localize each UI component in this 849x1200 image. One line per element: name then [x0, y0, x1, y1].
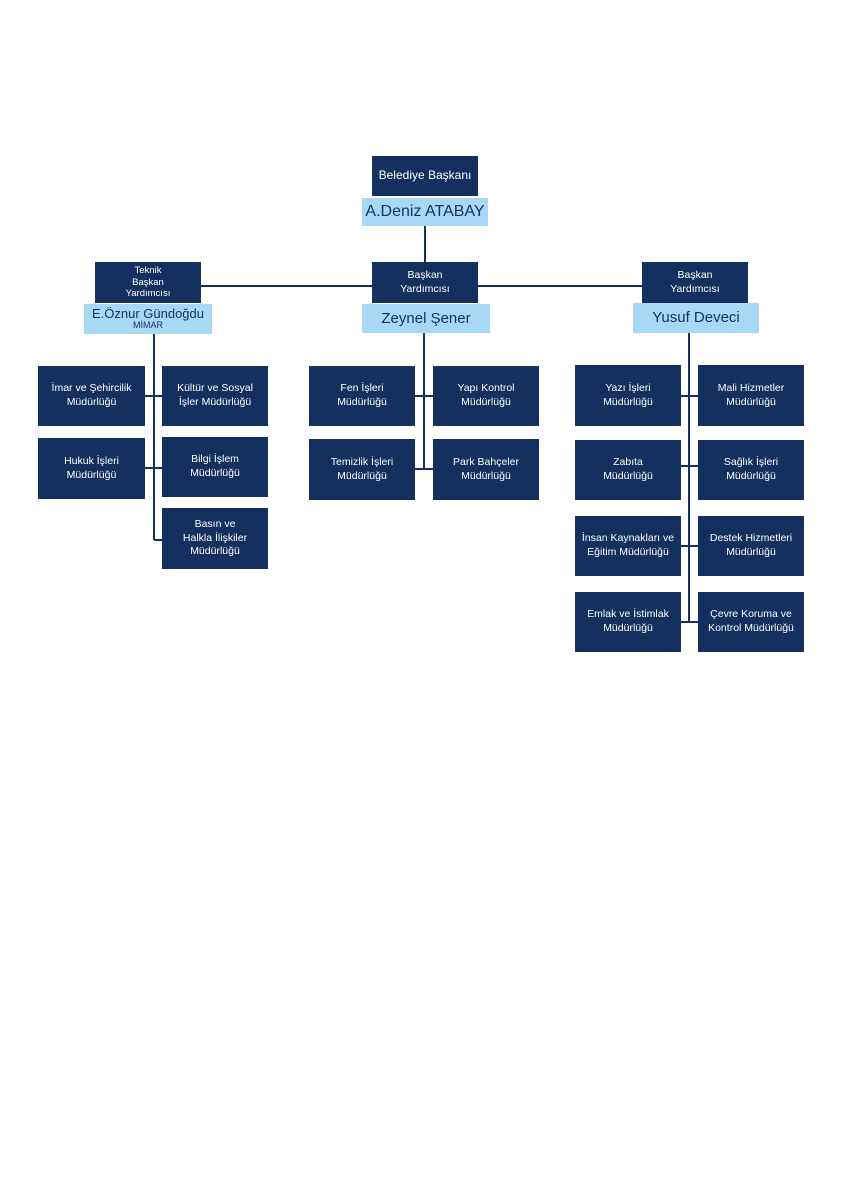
mayor-role-box: Belediye Başkanı [372, 156, 478, 196]
deputy-right-name-box: Yusuf Deveci [633, 303, 759, 333]
department-box: Basın ve Halkla İlişkiler Müdürlüğü [162, 508, 268, 569]
department-box: Yazı İşleri Müdürlüğü [575, 365, 681, 426]
department-box: Kültür ve Sosyal İşler Müdürlüğü [162, 366, 268, 426]
department-box: Mali Hizmetler Müdürlüğü [698, 365, 804, 426]
deputy-left-name-box: E.Öznur Gündoğdu MİMAR [84, 304, 212, 334]
department-box: Fen İşleri Müdürlüğü [309, 366, 415, 426]
deputy-left-role-box: Teknik Başkan Yardımcısı [95, 262, 201, 303]
department-box: Bilgi İşlem Müdürlüğü [162, 437, 268, 497]
department-box: Zabıta Müdürlüğü [575, 440, 681, 500]
deputy-right-role-box: Başkan Yardımcısı [642, 262, 748, 303]
department-box: Emlak ve İstimlak Müdürlüğü [575, 592, 681, 652]
department-box: İmar ve Şehircilik Müdürlüğü [38, 366, 145, 426]
deputy-middle-role-box: Başkan Yardımcısı [372, 262, 478, 303]
deputy-middle-name-box: Zeynel Şener [362, 304, 490, 333]
department-box: Hukuk İşleri Müdürlüğü [38, 438, 145, 499]
deputy-left-subtitle: MİMAR [133, 320, 163, 331]
department-box: Yapı Kontrol Müdürlüğü [433, 366, 539, 426]
department-box: Sağlık İşleri Müdürlüğü [698, 440, 804, 500]
mayor-name-box: A.Deniz ATABAY [362, 198, 488, 226]
department-box: Park Bahçeler Müdürlüğü [433, 439, 539, 500]
department-box: Temizlik İşleri Müdürlüğü [309, 439, 415, 500]
deputy-left-name: E.Öznur Gündoğdu [91, 306, 205, 322]
department-box: İnsan Kaynakları ve Eğitim Müdürlüğü [575, 516, 681, 576]
department-box: Destek Hizmetleri Müdürlüğü [698, 516, 804, 576]
department-box: Çevre Koruma ve Kontrol Müdürlüğü [698, 592, 804, 652]
